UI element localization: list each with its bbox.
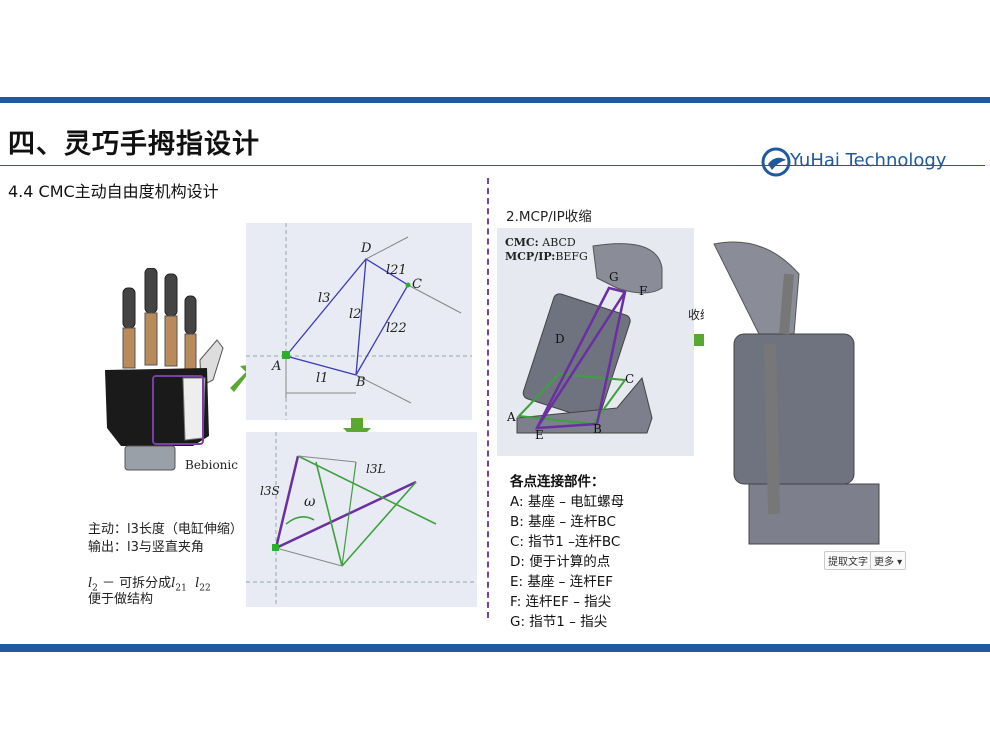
cmc-key: CMC:: [505, 236, 539, 249]
parts-title: 各点连接部件：: [510, 474, 605, 490]
render-G-label: G: [609, 270, 619, 284]
split-text: － 可拆分成: [97, 576, 172, 591]
l2-symbol: l: [88, 576, 93, 591]
company-logo: YuHai Technology: [760, 142, 985, 182]
l2-label: l2: [349, 307, 362, 322]
parts-item: G: 指节1 – 指尖: [510, 614, 608, 630]
more-button[interactable]: 更多 ▾: [870, 551, 907, 570]
render-D-label: D: [555, 332, 565, 346]
cmc-legend: CMC: ABCD: [505, 236, 576, 249]
parts-item: A: 基座 – 电缸螺母: [510, 494, 625, 510]
l22-subscript: 22: [199, 583, 211, 594]
page-title: 四、灵巧手拇指设计: [8, 129, 260, 160]
point-A-label: A: [272, 359, 282, 374]
l3-label: l3: [318, 291, 331, 306]
linkage-diagram-bottom: l3S l3L ω: [246, 432, 477, 607]
l22-label: l22: [386, 321, 407, 336]
bottom-bar: [0, 644, 990, 652]
split-note: l2 － 可拆分成l21 l22: [88, 572, 211, 594]
render-B-label: B: [593, 422, 602, 436]
l21-symbol: l: [171, 576, 176, 591]
l22-symbol: l: [195, 576, 200, 591]
mcp-legend: MCP/IP:BEFG: [505, 250, 588, 263]
swan-logo-icon: [761, 147, 791, 177]
top-bar: [0, 97, 990, 103]
point-D-label: D: [361, 241, 372, 256]
l2-subscript: 2: [92, 583, 98, 594]
arrow-down-icon: [343, 418, 371, 442]
point-B-label: B: [356, 375, 366, 390]
column-divider: [487, 178, 489, 618]
bebionic-hand-image: [105, 268, 224, 471]
hand-label: Bebionic: [185, 458, 238, 472]
structure-note: 便于做结构: [88, 592, 154, 607]
output-text: 输出：l3与竖直夹角: [88, 540, 204, 555]
render-C-label: C: [625, 372, 635, 386]
mcp-section-title: 2.MCP/IP收缩: [506, 209, 592, 225]
linkage-diagram-top: D C A B l21 l3 l2 l22 l1: [246, 223, 472, 420]
section-subtitle: 4.4 CMC主动自由度机构设计: [8, 182, 219, 201]
parts-item: E: 基座 – 连杆EF: [510, 574, 613, 590]
omega-label: ω: [304, 494, 316, 510]
active-dof-text: 主动：l3长度（电缸伸缩）: [88, 522, 243, 537]
parts-item: F: 连杆EF – 指尖: [510, 594, 612, 610]
cmc-value: ABCD: [538, 236, 576, 249]
thumb-render-left: CMC: ABCD MCP/IP:BEFG G F D C A E B: [497, 228, 694, 456]
title-underline: [0, 165, 985, 166]
mcp-key: MCP/IP:: [505, 250, 556, 263]
l21-subscript: 21: [175, 583, 187, 594]
parts-item: D: 便于计算的点: [510, 554, 611, 570]
render-A-label: A: [507, 410, 516, 424]
l3L-label: l3L: [366, 462, 386, 476]
parts-item: C: 指节1 –连杆BC: [510, 534, 621, 550]
mcp-value: BEFG: [555, 250, 588, 263]
l3S-label: l3S: [260, 484, 280, 498]
l1-label: l1: [316, 371, 329, 386]
render-F-label: F: [639, 284, 648, 298]
render-E-label: E: [535, 428, 544, 442]
parts-item: B: 基座 – 连杆BC: [510, 514, 616, 530]
thumb-render-right: [704, 234, 894, 554]
logo-text: YuHai Technology: [790, 150, 947, 171]
l21-label: l21: [386, 263, 407, 278]
ocr-button[interactable]: 提取文字: [824, 551, 872, 570]
point-C-label: C: [412, 277, 422, 292]
